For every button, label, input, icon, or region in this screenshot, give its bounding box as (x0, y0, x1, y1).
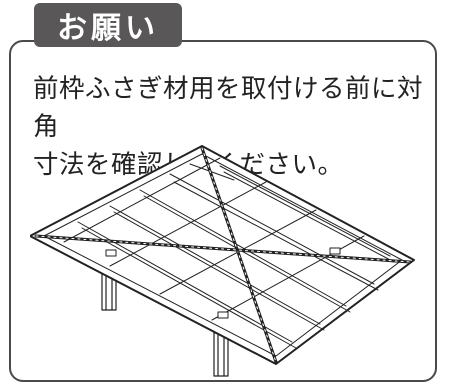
notice-text: 前枠ふさぎ材用を取付ける前に対角 寸法を確認してください。 (33, 70, 438, 184)
carport-roof-illustration (30, 145, 415, 377)
notice-line-1: 前枠ふさぎ材用を取付ける前に対角 (33, 74, 424, 142)
roof-frame-outer (30, 145, 415, 365)
roof-frame-inner (43, 153, 403, 357)
roof-fittings (105, 247, 341, 319)
notice-tab: お願い (34, 3, 182, 47)
